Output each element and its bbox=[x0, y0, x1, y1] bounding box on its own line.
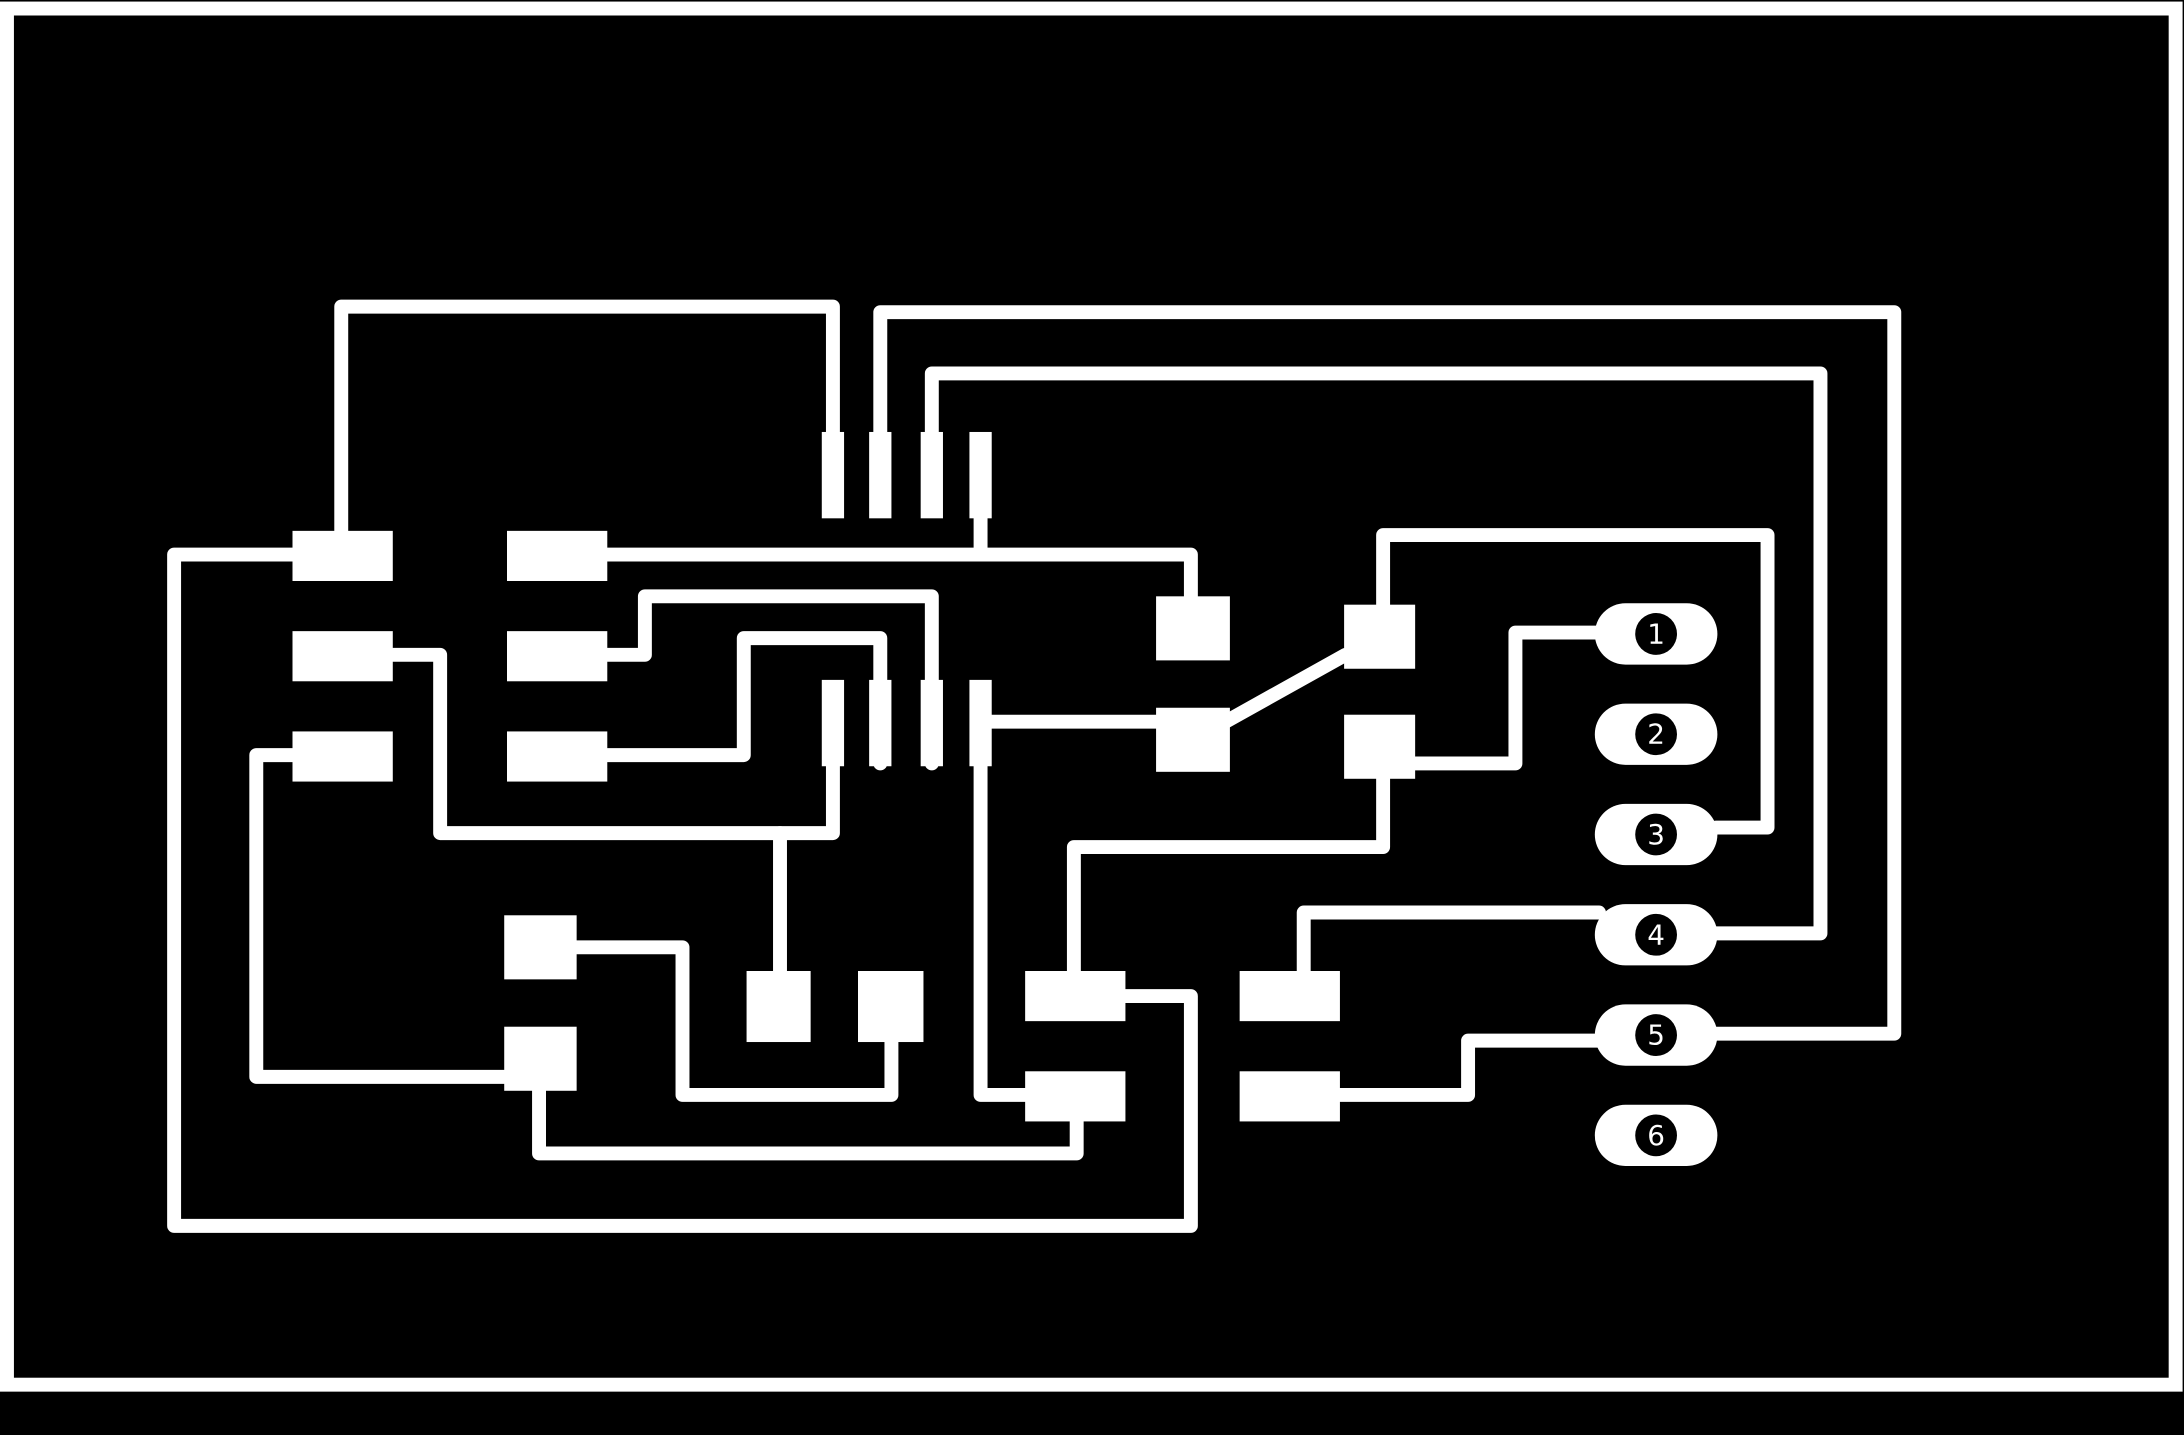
pad bbox=[1344, 604, 1416, 669]
trace bbox=[532, 1082, 1084, 1161]
pad bbox=[507, 631, 608, 682]
pad bbox=[1239, 1071, 1340, 1122]
smd-pads bbox=[292, 431, 1416, 1122]
pad bbox=[869, 431, 892, 519]
trace bbox=[1066, 770, 1391, 978]
pad bbox=[1344, 714, 1416, 779]
pad bbox=[1156, 596, 1230, 661]
board-outline bbox=[0, 1, 2183, 1392]
pad bbox=[1025, 971, 1126, 1022]
header-pin-label: 3 bbox=[1647, 818, 1665, 851]
trace bbox=[873, 305, 1902, 1041]
pad bbox=[920, 679, 943, 767]
header-drill-hole bbox=[1635, 613, 1677, 655]
pad bbox=[858, 971, 924, 1043]
trace bbox=[924, 366, 1828, 941]
header-drill-hole bbox=[1635, 1114, 1677, 1157]
trace bbox=[385, 647, 840, 841]
pad bbox=[1025, 1071, 1126, 1122]
trace bbox=[1408, 625, 1606, 771]
pad bbox=[507, 731, 608, 782]
trace bbox=[334, 299, 840, 544]
trace bbox=[1218, 647, 1353, 729]
pad bbox=[969, 431, 992, 519]
traces bbox=[167, 299, 1902, 1233]
header-drill-hole bbox=[1635, 1014, 1677, 1056]
trace bbox=[249, 748, 512, 1084]
pad bbox=[504, 1026, 577, 1091]
pad bbox=[292, 530, 393, 581]
trace bbox=[1332, 1033, 1606, 1102]
header-pin-label: 4 bbox=[1647, 918, 1665, 951]
header-pin-label: 1 bbox=[1647, 617, 1665, 650]
header-drill-hole bbox=[1635, 713, 1677, 756]
pad bbox=[1156, 707, 1230, 772]
header-pin-label: 2 bbox=[1647, 718, 1665, 751]
trace bbox=[973, 756, 1035, 1102]
pad bbox=[821, 431, 845, 519]
pad bbox=[821, 679, 845, 767]
pad bbox=[292, 631, 393, 682]
pad bbox=[504, 915, 577, 980]
trace bbox=[167, 547, 1198, 1233]
trace bbox=[1376, 528, 1775, 835]
pad bbox=[507, 530, 608, 581]
pad bbox=[969, 679, 992, 767]
header-pin-label: 5 bbox=[1647, 1019, 1665, 1052]
trace bbox=[1296, 905, 1606, 978]
trace bbox=[600, 547, 1198, 607]
pad bbox=[920, 431, 943, 519]
pad bbox=[869, 679, 892, 767]
header-drill-hole bbox=[1635, 913, 1677, 956]
pad bbox=[746, 971, 811, 1043]
trace bbox=[600, 589, 939, 771]
trace bbox=[569, 940, 899, 1102]
pad bbox=[1239, 971, 1340, 1022]
header-pin-label: 6 bbox=[1647, 1119, 1665, 1152]
header-drill-hole bbox=[1635, 813, 1677, 856]
pad bbox=[292, 731, 393, 782]
header-connector: 1 2 3 4 5 6 bbox=[1594, 603, 1718, 1166]
